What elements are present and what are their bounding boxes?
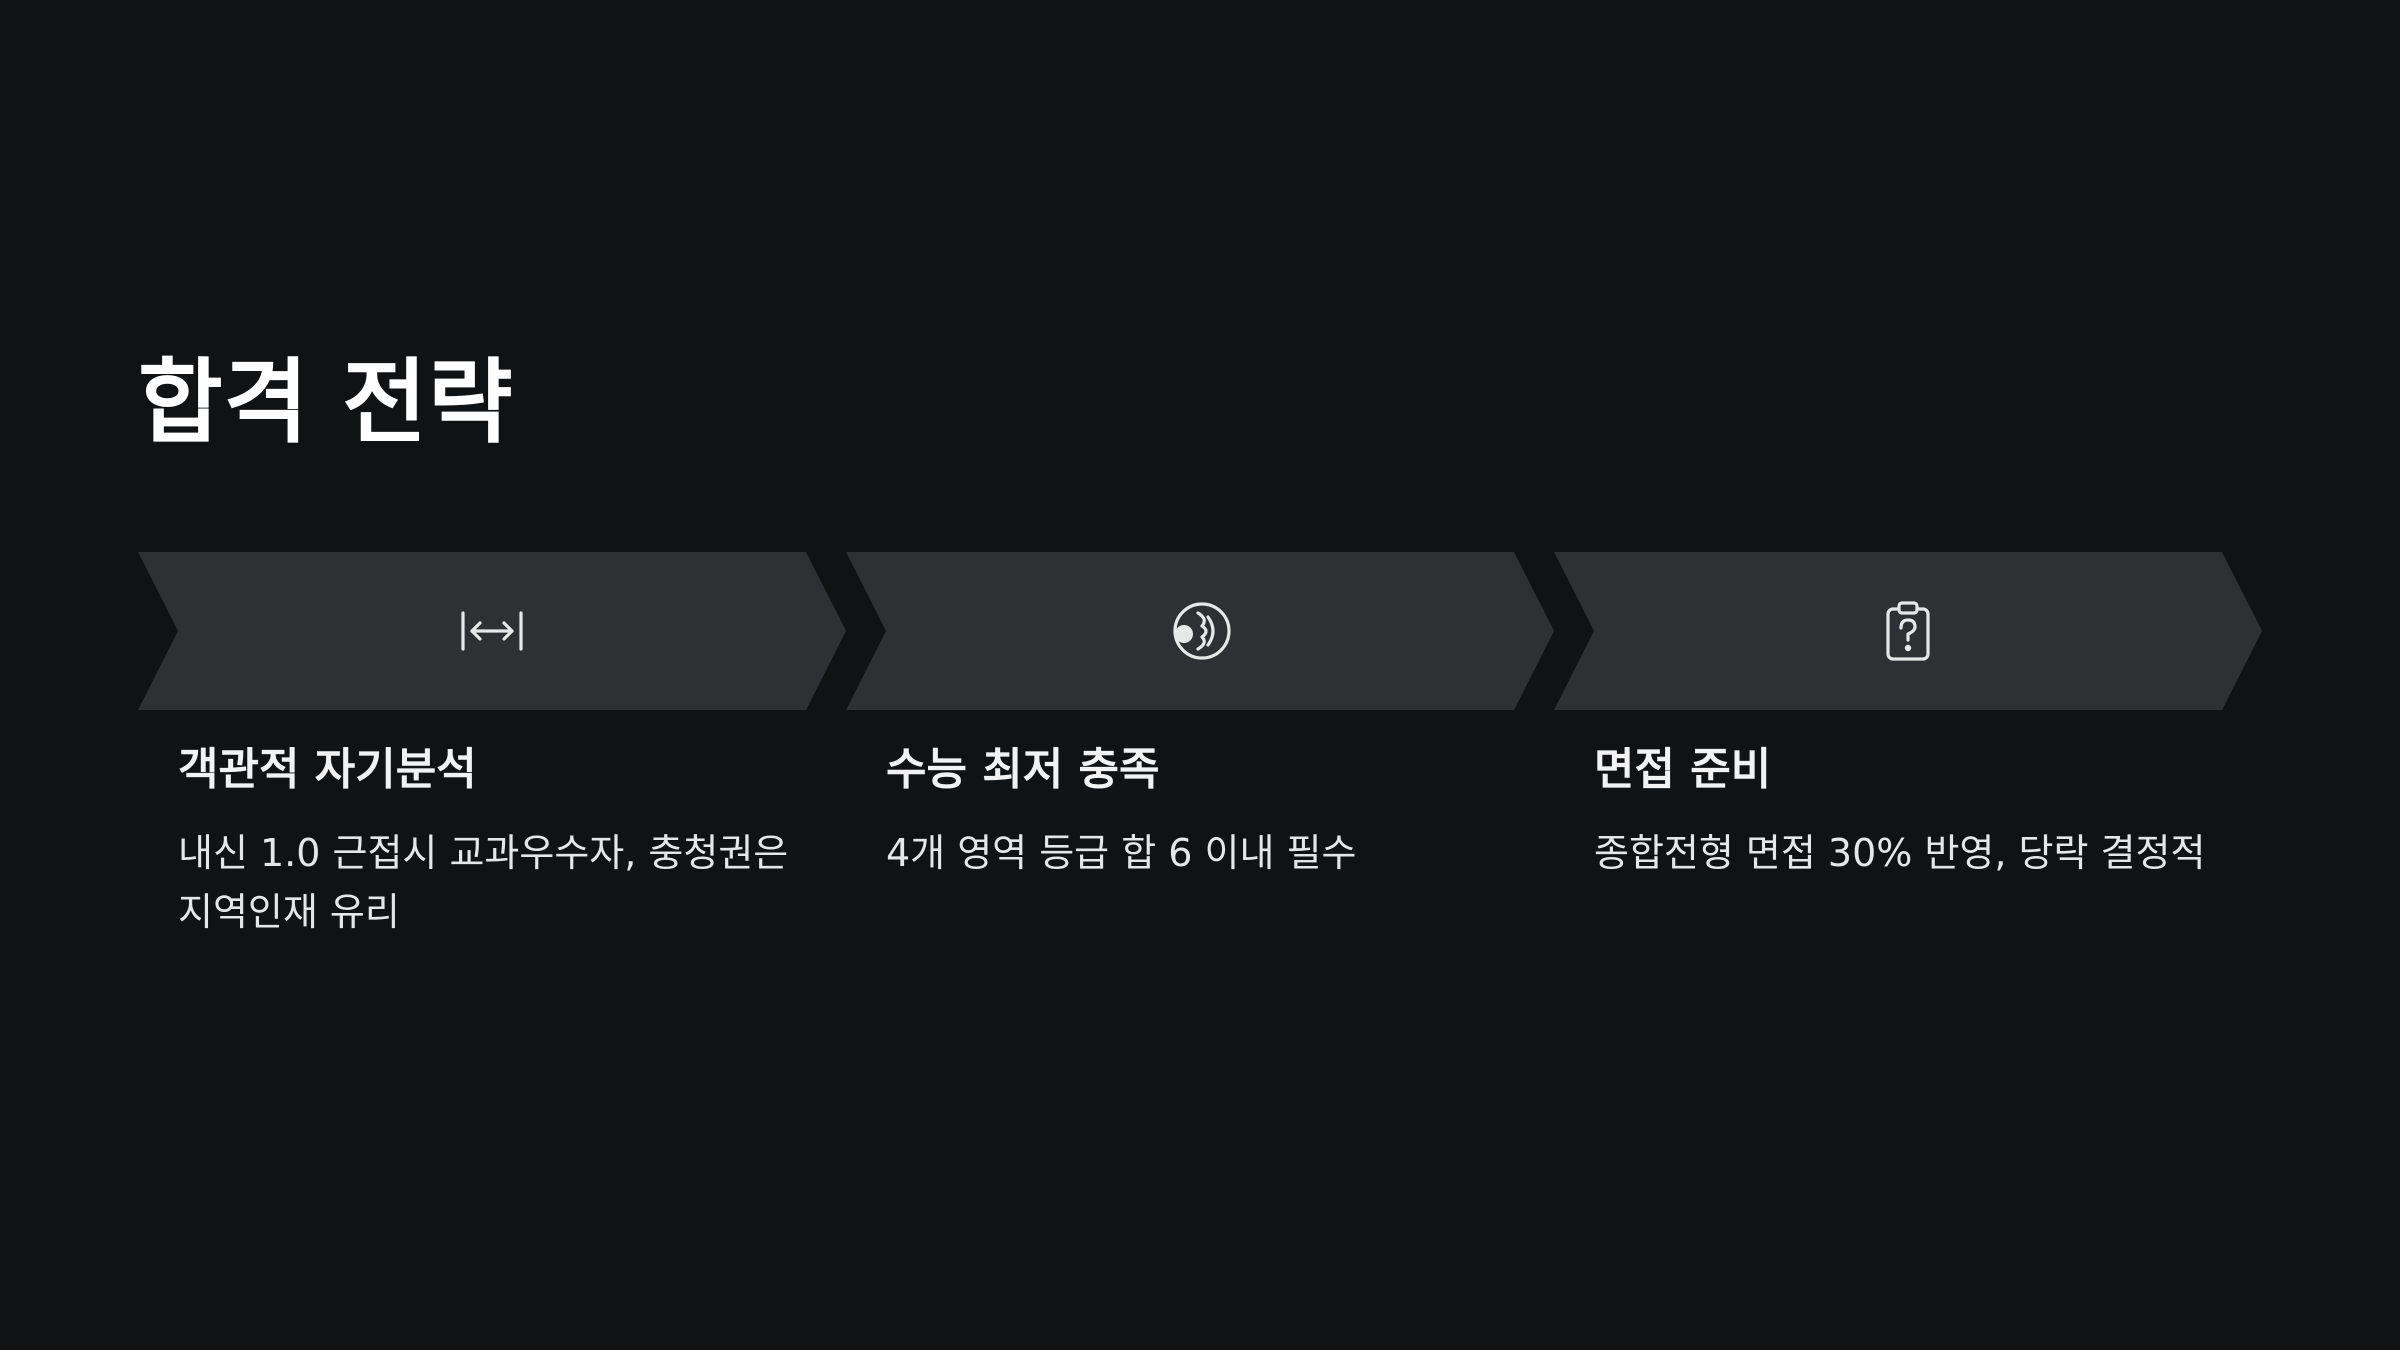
chevron-arrow bbox=[138, 552, 846, 710]
chevron-arrow bbox=[846, 552, 1554, 710]
step-description: 종합전형 면접 30% 반영, 당락 결정적 bbox=[1594, 831, 2206, 875]
chevron-arrow bbox=[1554, 552, 2262, 710]
slide-title: 합격 전략 bbox=[138, 349, 514, 456]
step-description: 내신 1.0 근접시 교과우수자, 충청권은 지역인재 유리 bbox=[178, 831, 789, 934]
step-suneung-minimum: 수능 최저 충족 4개 영역 등급 합 6 이내 필수 bbox=[846, 552, 1554, 875]
chevron-shape bbox=[1554, 552, 2262, 710]
head-sound-icon bbox=[1168, 599, 1232, 663]
fit-width-icon bbox=[460, 599, 524, 663]
step-interview-prep: 면접 준비 종합전형 면접 30% 반영, 당락 결정적 bbox=[1554, 552, 2262, 875]
step-self-analysis: 객관적 자기분석 내신 1.0 근접시 교과우수자, 충청권은 지역인재 유리 bbox=[138, 552, 846, 934]
step-description: 4개 영역 등급 합 6 이내 필수 bbox=[886, 831, 1357, 875]
step-heading: 수능 최저 충족 bbox=[886, 744, 1160, 795]
step-heading: 면접 준비 bbox=[1594, 744, 1772, 795]
step-heading: 객관적 자기분석 bbox=[178, 744, 477, 795]
chevron-shape bbox=[846, 552, 1554, 710]
clipboard-question-icon bbox=[1876, 599, 1940, 663]
